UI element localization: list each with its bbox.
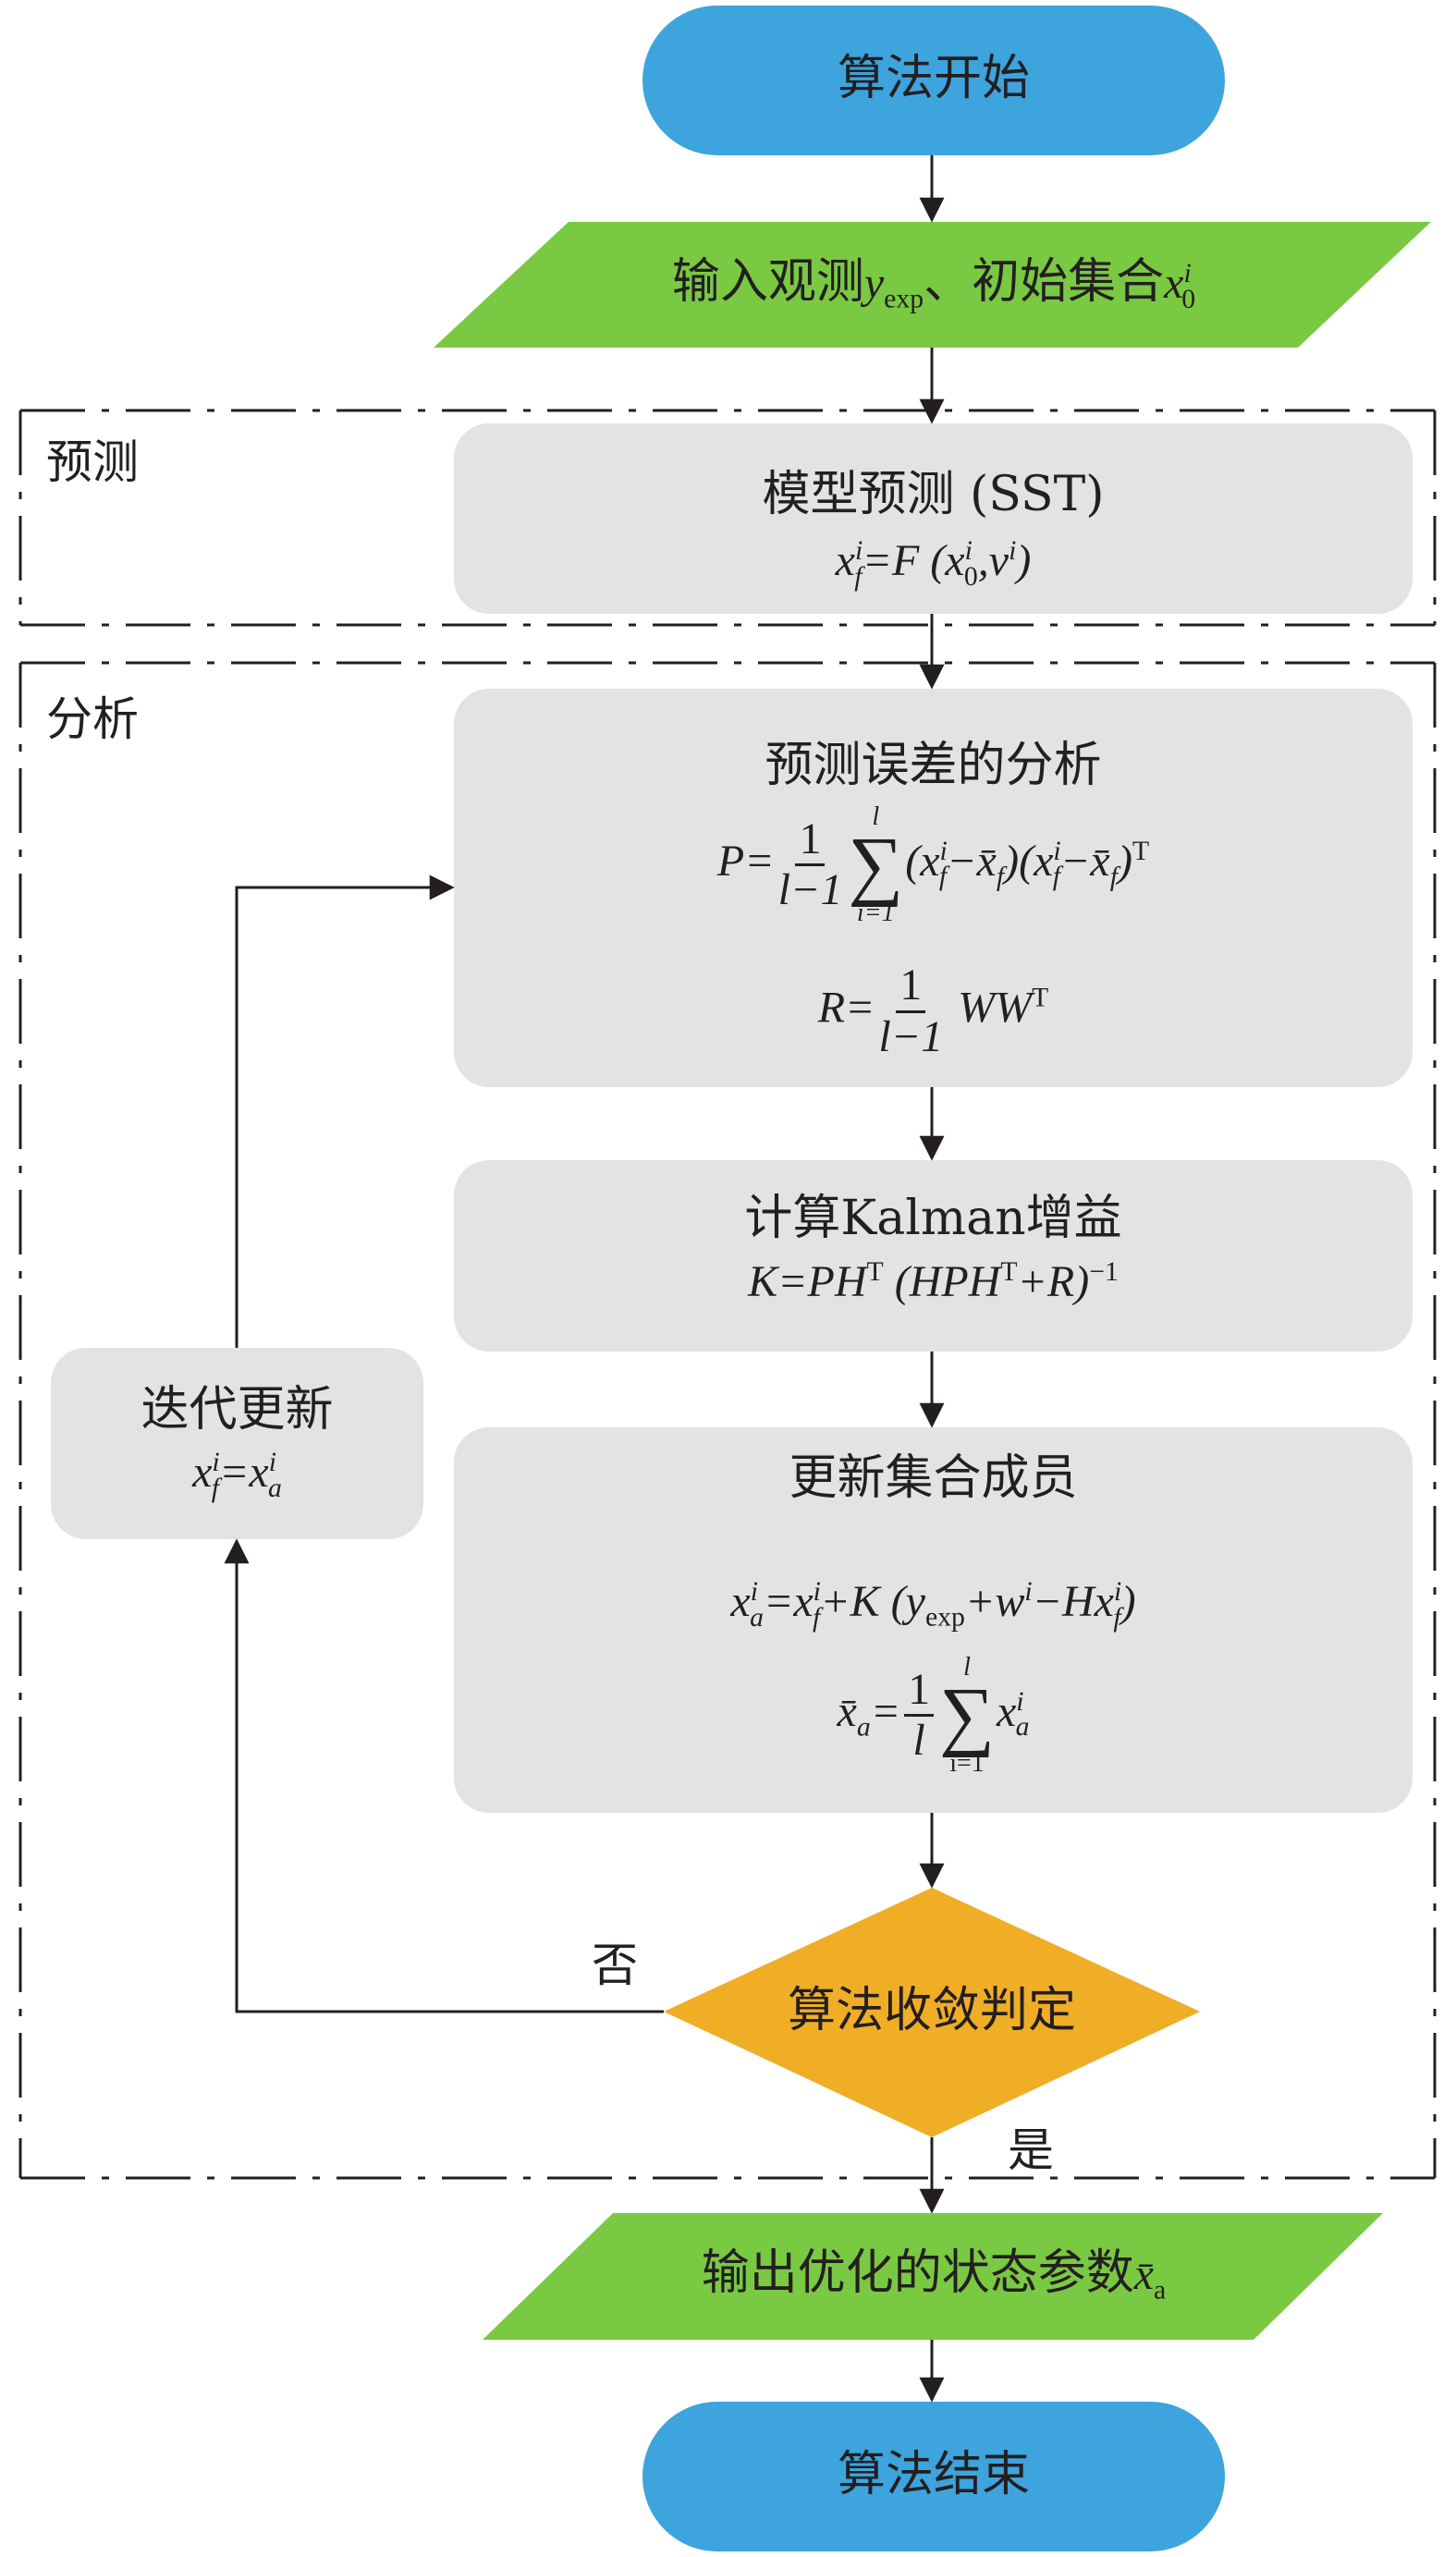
error-title: 预测误差的分析 — [765, 738, 1102, 793]
input-x-subscript: 0 — [1181, 283, 1196, 314]
gain-formula: K=PHT (HPHT+R)−1 — [748, 1256, 1119, 1306]
predict-region-border — [18, 409, 1437, 627]
update-title: 更新集合成员 — [789, 1450, 1078, 1506]
end-label: 算法结束 — [837, 2447, 1030, 2502]
update-process-box — [454, 1427, 1413, 1813]
analysis-region-label: 分析 — [46, 692, 139, 746]
no-label: 否 — [592, 1939, 638, 1992]
input-x-superscript: i — [1183, 258, 1192, 288]
input-x-symbol: x — [1164, 259, 1184, 308]
input-label: 输入观测yexp、初始集合xi0 — [518, 251, 1350, 314]
analysis-region-border — [18, 661, 1437, 2180]
yes-label: 是 — [1008, 2123, 1054, 2177]
output-x-symbol: x̄ — [1133, 2250, 1155, 2299]
input-y-symbol: y — [863, 259, 885, 308]
error-process-box — [454, 689, 1413, 1087]
edge-iterate-error — [235, 875, 455, 1348]
decision-label: 算法收敛判定 — [787, 1983, 1076, 2038]
gain-title: 计算Kalman增益 — [744, 1191, 1122, 1246]
start-terminal — [642, 6, 1225, 155]
decision-diamond — [664, 1888, 1200, 2137]
input-separator: 、初始集合 — [924, 254, 1165, 310]
input-y-subscript: exp — [884, 283, 924, 314]
model-process-box — [454, 423, 1413, 614]
output-label-text: 输出优化的状态参数 — [701, 2245, 1134, 2301]
model-formula: xif=F (xi0,vi) — [835, 535, 1032, 592]
predict-region-label: 预测 — [46, 435, 139, 489]
connectors — [224, 155, 945, 2403]
output-x-subscript: a — [1154, 2274, 1167, 2306]
input-prefix: 输入观测 — [671, 254, 864, 310]
output-label: 输出优化的状态参数x̄a — [518, 2243, 1350, 2306]
update-member-formula: xia=xif+K (yexp+wi−Hxif) — [730, 1576, 1136, 1633]
output-parallelogram — [483, 2213, 1383, 2340]
iterate-formula: xif=xia — [192, 1447, 282, 1503]
end-terminal — [642, 2402, 1225, 2551]
gain-process-box — [454, 1160, 1413, 1352]
input-parallelogram — [434, 222, 1431, 348]
start-label: 算法开始 — [837, 51, 1030, 106]
iterate-process-box — [51, 1348, 423, 1539]
edge-decision-iterate — [224, 1538, 664, 2013]
model-title: 模型预测 (SST) — [762, 467, 1105, 522]
iterate-title: 迭代更新 — [141, 1382, 334, 1438]
